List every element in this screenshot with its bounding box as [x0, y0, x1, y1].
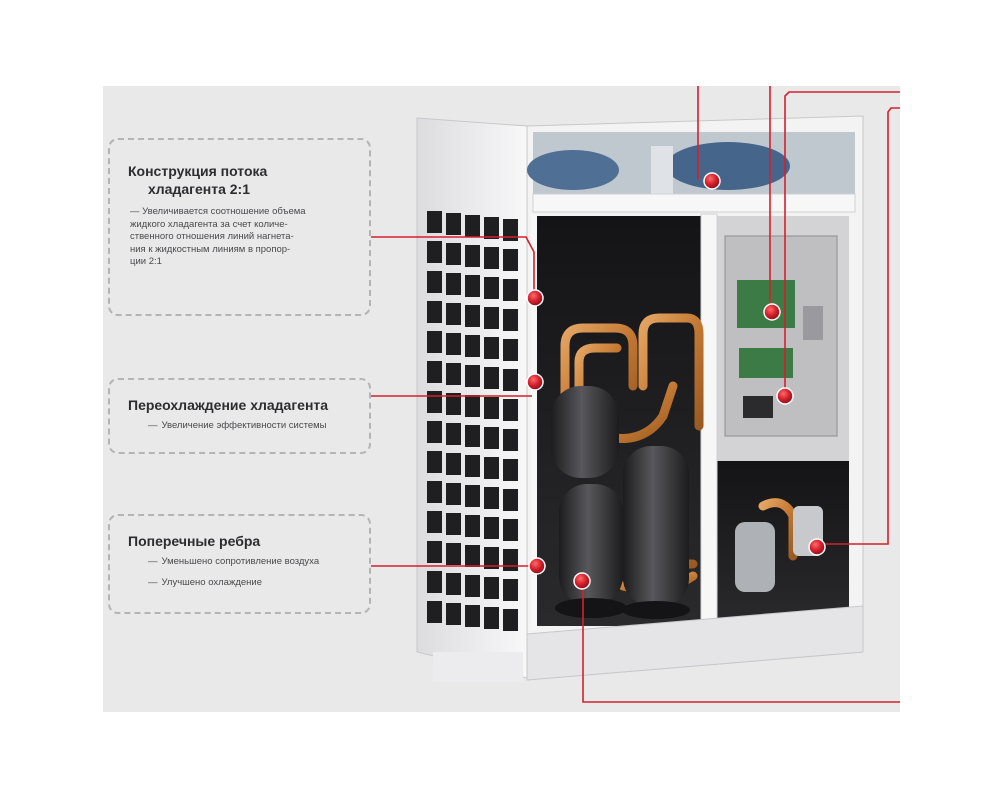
callout-flow-title: Конструкция потока хладагента 2:1 — [128, 162, 355, 198]
diagram-panel — [103, 86, 900, 712]
callout-flow-title-line2: хладагента 2:1 — [148, 181, 250, 197]
marker-subcool — [526, 373, 544, 391]
callout-fins-title: Поперечные ребра — [128, 533, 261, 549]
connector-line-bottom — [582, 582, 900, 703]
callout-flow-desc-line: ции 2:1 — [130, 256, 162, 267]
callout-flow-title-line1: Конструкция потока — [128, 163, 268, 179]
marker-fan — [703, 172, 721, 190]
callout-flow-desc-line: ния к жидкостным линиям в пропор- — [130, 243, 291, 255]
connector-line-top-3 — [784, 91, 900, 394]
callout-cross-fins: Поперечные ребра —Уменьшено сопротивлени… — [108, 514, 371, 614]
marker-pcb — [763, 303, 781, 321]
callout-subcooling-item: —Увеличение эффективности системы — [148, 420, 327, 431]
callout-fins-item: —Уменьшено сопротивление воздуха — [148, 556, 320, 567]
callout-subcooling-title: Переохлаждение хладагента — [128, 397, 329, 413]
callout-flow-desc-line: ственного отношения линий нагнета- — [130, 231, 294, 242]
marker-inverter — [776, 387, 794, 405]
callout-fins-item: —Улучшено охлаждение — [148, 576, 262, 588]
unit-left-side — [416, 117, 528, 679]
heat-exchanger-grid — [427, 211, 518, 631]
marker-flow — [526, 289, 544, 307]
connector-line-flow — [371, 236, 535, 296]
callout-flow-description: — Увеличивается соотношение объема жидко… — [128, 206, 355, 269]
callout-flow-desc-line: — Увеличивается соотношение объема — [130, 206, 306, 217]
callout-connector-lines — [371, 86, 900, 703]
marker-fins — [528, 557, 546, 575]
marker-compressor — [573, 572, 591, 590]
marker-dots — [526, 172, 826, 590]
callout-flow-2to1: Конструкция потока хладагента 2:1 — Увел… — [108, 138, 371, 316]
callout-subcooling: Переохлаждение хладагента —Увеличение эф… — [108, 378, 371, 454]
connector-line-right — [818, 107, 900, 545]
marker-valve — [808, 538, 826, 556]
outdoor-unit-illustration — [371, 86, 900, 703]
callout-flow-desc-line: жидкого хладагента за счет количе- — [130, 218, 288, 230]
